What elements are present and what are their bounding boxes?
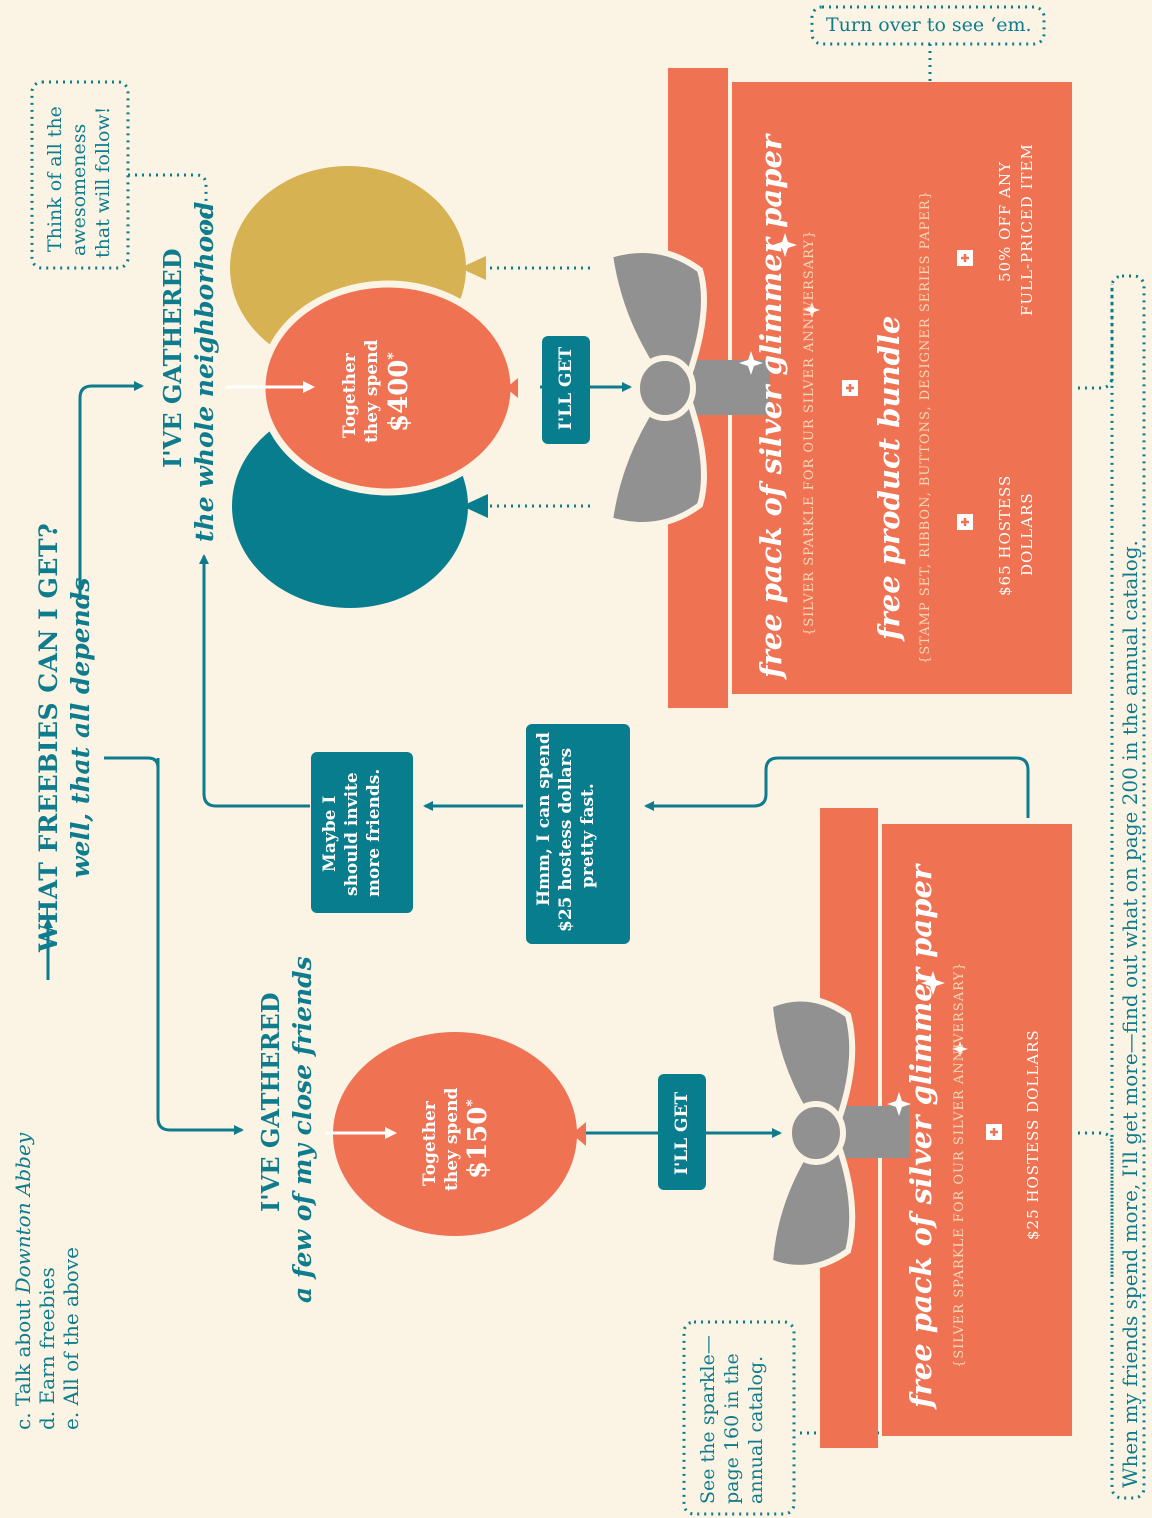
balloon-150-amount: $150*	[463, 1099, 493, 1179]
callout-turn-over: Turn over to see ‘em.	[826, 14, 1032, 36]
gift-neighborhood-sub-2: {STAMP SET, RIBBON, BUTTONS, DESIGNER SE…	[918, 190, 933, 664]
thought-invite-line3: more friends.	[364, 768, 384, 897]
ill-get-box	[658, 1074, 706, 1190]
thought-hostess-line1: Hmm, I can spend	[534, 732, 554, 906]
arrow-to-close-friends	[156, 758, 244, 1135]
thought-invite-line2: should invite	[342, 772, 362, 896]
arrow-to-hostess-thought	[644, 756, 1030, 818]
list-item-c: c. Talk about Downton Abbey	[11, 1132, 35, 1430]
callout-awesomeness-line3: that will follow!	[92, 106, 114, 258]
gift-neighborhood-discount-2: FULL-PRICED ITEM	[1018, 143, 1036, 316]
gift-close-friends-hostess: $25 HOSTESS DOLLARS	[1024, 1029, 1042, 1240]
balloon-400-line1: Together	[340, 353, 360, 438]
sparkle-icon	[739, 233, 968, 1116]
subheading-close-friends: a few of my close friends	[288, 956, 317, 1303]
balloon-150-line2: they spend	[442, 1087, 462, 1191]
gift-close-friends-sub: {SILVER SPARKLE FOR OUR SILVER ANNIVERSA…	[952, 961, 967, 1368]
thought-box-invite	[311, 752, 413, 913]
thought-invite-line1: Maybe I	[320, 795, 340, 872]
bow-icon	[606, 247, 707, 528]
bow-icon	[766, 995, 856, 1271]
callout-awesomeness-line1: Think of all the	[44, 106, 66, 252]
gift-neighborhood-sub-1: {SILVER SPARKLE FOR OUR SILVER ANNIVERSA…	[802, 229, 817, 636]
gift-neighborhood-title-2: free product bundle	[872, 315, 906, 640]
callout-turn-over-frame	[810, 5, 1046, 46]
balloon-coral-150	[333, 1032, 586, 1236]
callout-sparkle-line3: annual catalog.	[745, 1355, 767, 1504]
callout-sparkle-frame	[682, 1320, 796, 1516]
callout-sparkle-line2: page 160 in the	[721, 1353, 743, 1504]
arrow-back-to-neighborhood	[199, 554, 310, 808]
ill-get-label: I'LL GET	[672, 1091, 692, 1175]
balloon-150-line1: Together	[420, 1101, 440, 1186]
gift-neighborhood-discount-1: 50% OFF ANY	[996, 161, 1014, 282]
callout-awesomeness-line2: awesomeness	[68, 123, 90, 256]
list-item-e: e. All of the above	[59, 1247, 83, 1430]
main-answer: well, that all depends	[66, 577, 95, 878]
list-item-d: d. Earn freebies	[35, 1267, 59, 1430]
thought-box-hostess	[526, 724, 630, 944]
gift-neighborhood-title-1: free pack of silver glimmer paper	[754, 134, 788, 678]
ill-get-label: I'LL GET	[556, 346, 576, 430]
ill-get-box	[542, 336, 590, 444]
balloon-400-line2: they spend	[362, 339, 382, 443]
heading-neighborhood: I'VE GATHERED	[158, 248, 187, 468]
heading-close-friends: I'VE GATHERED	[256, 992, 285, 1212]
arrow-to-neighborhood	[78, 381, 144, 600]
thought-hostess-line3: pretty fast.	[578, 783, 598, 888]
gift-neighborhood-hostess-2: DOLLARS	[1018, 492, 1036, 576]
gift-neighborhood-hostess-1: $65 HOSTESS	[996, 474, 1014, 596]
main-question: WHAT FREEBIES CAN I GET?	[34, 522, 63, 952]
balloon-400-amount: $400*	[384, 352, 414, 432]
subheading-neighborhood: the whole neighborhood	[190, 201, 219, 542]
callout-sparkle-line1: See the sparkle—	[697, 1335, 719, 1504]
gift-close-friends-title: free pack of silver glimmer paper	[904, 864, 938, 1408]
callout-bottom: When my friends spend more, I'll get mor…	[1118, 540, 1142, 1488]
thought-hostess-line2: $25 hostess dollars	[556, 747, 576, 932]
